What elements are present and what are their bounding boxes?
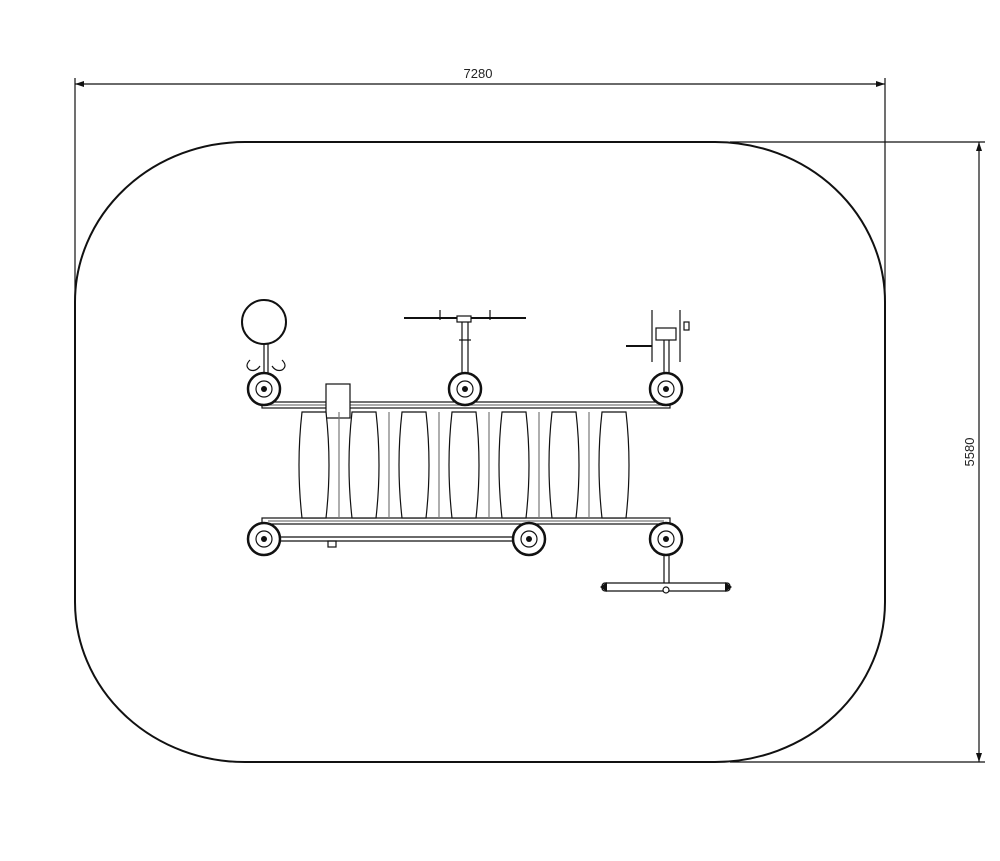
pull-bar-station [626,310,690,374]
post-base [648,371,684,407]
post-base [246,521,282,557]
width-dimension: 7280 [74,66,886,300]
post-base [246,371,282,407]
post-base [648,521,684,557]
t-handle-station [600,556,732,594]
slat [448,411,480,519]
safety-zone-boundary [74,141,886,763]
slat [498,411,530,519]
post-base [511,521,547,557]
slat [298,411,330,519]
slat [598,411,630,519]
post-bases [246,371,684,557]
steering-wheel [241,299,287,373]
slat [348,411,380,519]
ladder-slats [298,411,630,519]
height-dimension: 5580 [730,141,985,763]
slat [398,411,430,519]
handlebar-station [404,310,526,374]
post-base [447,371,483,407]
width-dimension-label: 7280 [464,66,493,81]
height-dimension-label: 5580 [962,438,977,467]
slat [548,411,580,519]
